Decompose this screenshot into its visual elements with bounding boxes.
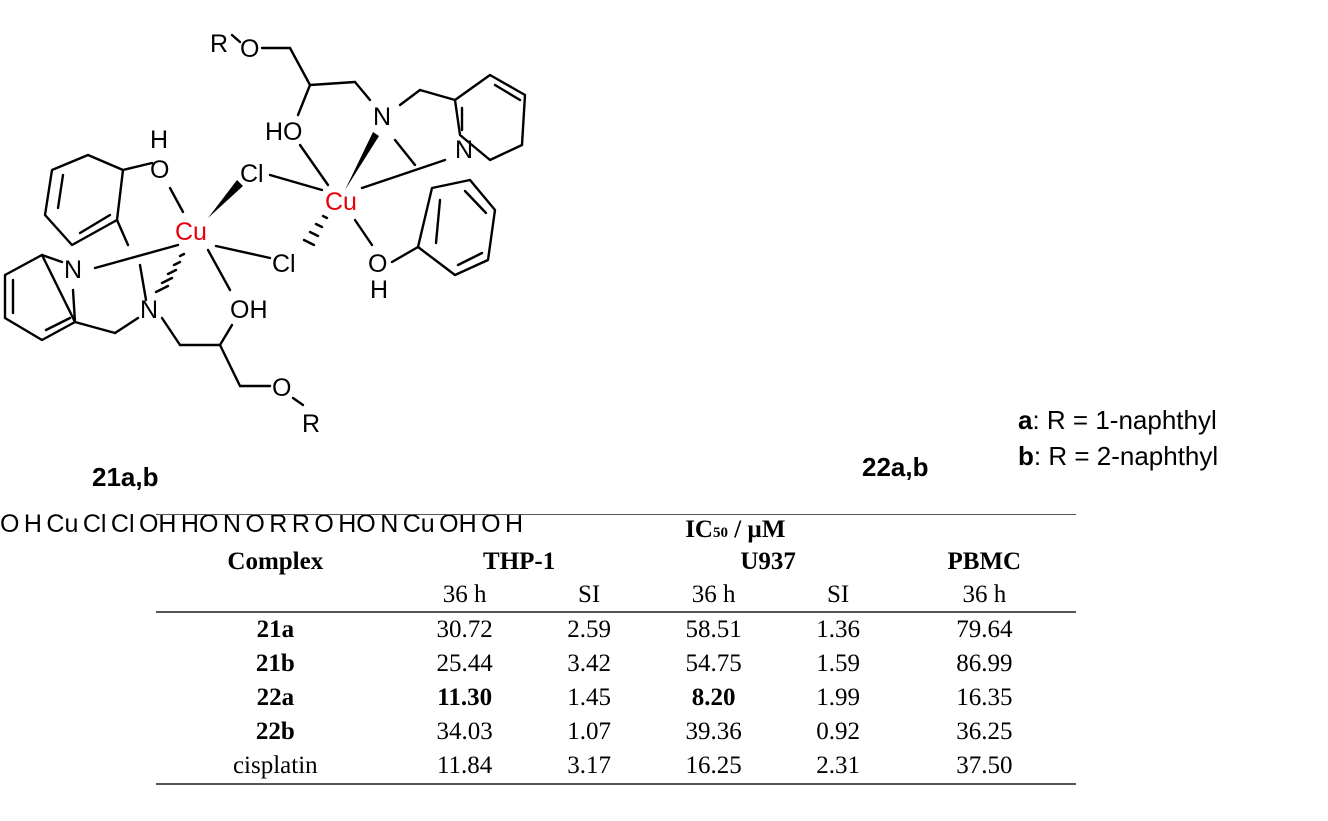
- h-atom: H: [150, 126, 168, 154]
- table-row: 22a 11.30 1.45 8.20 1.99 16.35: [256, 684, 1013, 711]
- legend-item-a: a: R = 1-naphthyl: [1018, 405, 1217, 435]
- svg-text:O: O: [272, 374, 291, 402]
- svg-text:O: O: [368, 250, 387, 278]
- legend-item-b: b: R = 2-naphthyl: [1018, 441, 1219, 471]
- table-row: 21a 30.72 2.59 58.51 1.36 79.64: [256, 616, 1013, 643]
- group-header-u937: U937: [740, 548, 796, 575]
- table-row: 21b 25.44 3.42 54.75 1.59 86.99: [255, 650, 1013, 677]
- subheader: SI: [783, 579, 893, 613]
- col-header-complex: Complex: [227, 548, 324, 575]
- svg-text:OH: OH: [230, 296, 268, 324]
- table-row: cisplatin 11.84 3.17 16.25 2.31 37.50: [156, 749, 1076, 785]
- svg-text:Cl: Cl: [272, 250, 296, 278]
- subheader: 36 h: [394, 579, 535, 613]
- structure-21: O H Cu Cl Cl OH N N O R R O HO: [3, 30, 527, 438]
- compound-label-21: 21a,b: [92, 462, 159, 492]
- svg-text:N: N: [455, 136, 473, 164]
- cu-atom-2: Cu: [325, 188, 357, 216]
- subheader: 36 h: [643, 579, 784, 613]
- group-header-thp1: THP-1: [483, 548, 556, 575]
- table-title: IC50 / µM: [394, 514, 1076, 545]
- subheader: 36 h: [892, 579, 1076, 613]
- svg-text:R: R: [302, 410, 320, 438]
- n-atom: N: [373, 103, 391, 131]
- svg-text:N: N: [140, 296, 158, 324]
- subheader: SI: [534, 579, 644, 613]
- compound-label-22: 22a,b: [862, 452, 929, 482]
- svg-text:R: R: [210, 30, 228, 58]
- svg-text:HO: HO: [265, 118, 303, 146]
- ic50-table: IC50 / µM Complex THP-1 U937 PBMC 36 h S…: [156, 514, 1076, 785]
- group-header-pbmc: PBMC: [947, 548, 1022, 575]
- svg-text:N: N: [64, 256, 82, 284]
- cu-atom-1: Cu: [175, 218, 207, 246]
- svg-text:H: H: [370, 276, 388, 304]
- svg-text:O: O: [240, 35, 259, 63]
- r-group-legend: a: R = 1-naphthyl b: R = 2-naphthyl: [1018, 402, 1218, 474]
- svg-text:Cl: Cl: [240, 160, 264, 188]
- table-row: 22b 34.03 1.07 39.36 0.92 36.25: [255, 718, 1013, 745]
- o-atom: O: [150, 156, 169, 184]
- structure-drawing: O H Cu Cl Cl OH N N O R R O HO: [3, 30, 527, 438]
